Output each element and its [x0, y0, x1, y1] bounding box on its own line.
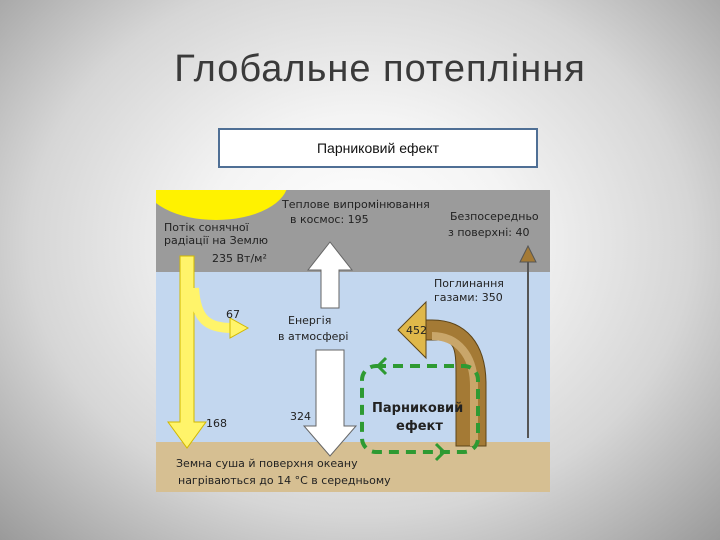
ground-label-2: нагріваються до 14 °C в середньому — [178, 474, 391, 487]
greenhouse-loop-arrow-top — [375, 356, 388, 376]
value-324: 324 — [290, 410, 311, 423]
direct-surface-label-2: з поверхні: 40 — [448, 226, 529, 239]
greenhouse-diagram: Потік сонячної радіації на Землю 235 Вт/… — [156, 190, 550, 492]
value-168: 168 — [206, 417, 227, 430]
solar-flux-arrow — [167, 255, 207, 449]
subtitle-text: Парниковий ефект — [316, 140, 439, 156]
absorbed-gases-label-2: газами: 350 — [434, 291, 503, 304]
value-67: 67 — [226, 308, 240, 321]
back-radiation-arrow — [302, 349, 358, 457]
greenhouse-loop — [360, 364, 480, 454]
ground-label-1: Земна суша й поверхня океану — [176, 457, 358, 470]
value-452: 452 — [406, 324, 427, 337]
solar-absorbed-arrowhead — [229, 317, 250, 339]
solar-absorbed-arrow — [189, 287, 233, 333]
solar-flux-label-3: 235 Вт/м² — [212, 252, 267, 265]
thermal-to-space-label-2: в космос: 195 — [290, 213, 369, 226]
slide-title: Глобальне потепління — [174, 48, 586, 90]
absorbed-gases-label-1: Поглинання — [434, 277, 504, 290]
direct-surface-arrowhead — [519, 244, 537, 263]
earth-emission-arrowhead — [397, 300, 427, 360]
sun-icon — [156, 190, 287, 220]
earth-emission-highlight — [431, 332, 478, 446]
thermal-to-space-arrow — [306, 241, 354, 309]
thermal-to-space-label-1: Теплове випромінювання — [281, 198, 430, 211]
solar-flux-label-1: Потік сонячної — [164, 221, 250, 234]
greenhouse-loop-arrow-bottom — [434, 442, 447, 462]
greenhouse-diagram-svg: Потік сонячної радіації на Землю 235 Вт/… — [156, 190, 550, 492]
subtitle-box: Парниковий ефект — [218, 128, 538, 168]
energy-atmosphere-label-2: в атмосфері — [278, 330, 348, 343]
greenhouse-label-2: ефект — [396, 419, 443, 434]
direct-surface-label-1: Безпосередньо — [450, 210, 539, 223]
greenhouse-label-1: Парниковий — [372, 401, 463, 416]
solar-flux-label-2: радіації на Землю — [164, 234, 268, 247]
ground-band — [156, 442, 550, 492]
energy-atmosphere-label-1: Енергія — [288, 314, 331, 327]
